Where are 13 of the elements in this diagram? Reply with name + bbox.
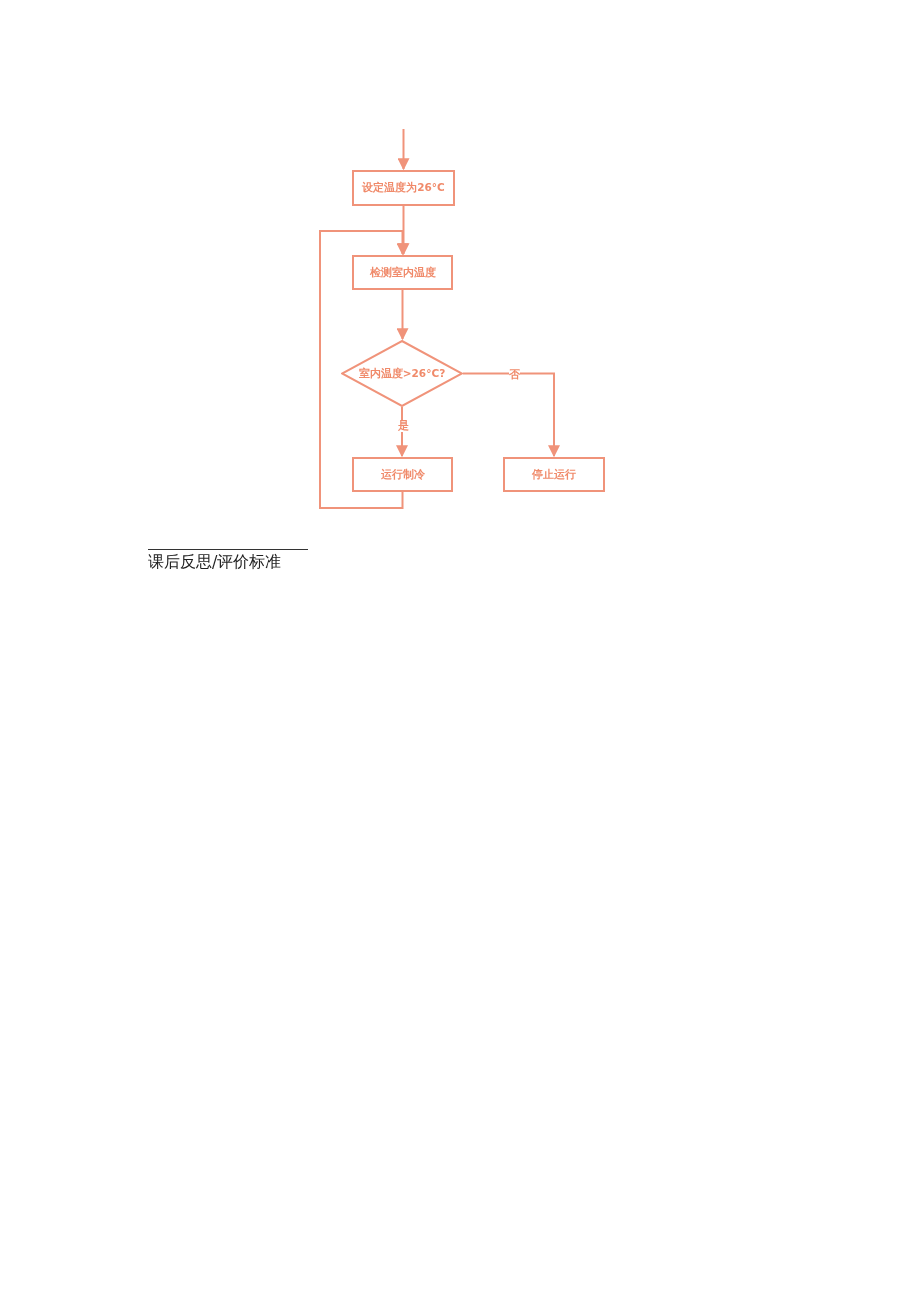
edge-label: 否	[508, 368, 520, 381]
process-box: 停止运行	[503, 457, 605, 492]
process-box: 检测室内温度	[352, 255, 453, 290]
arrow	[319, 230, 409, 509]
arrow	[396, 406, 408, 458]
arrow	[462, 372, 560, 458]
edge-label: 是	[398, 419, 409, 432]
arrow	[396, 289, 409, 341]
section-heading: 课后反思/评价标准	[148, 552, 282, 573]
arrow	[397, 128, 410, 171]
process-box: 设定温度为26°C	[352, 170, 455, 206]
process-box: 运行制冷	[352, 457, 453, 492]
decision-diamond: 室内温度>26°C?	[341, 340, 463, 407]
